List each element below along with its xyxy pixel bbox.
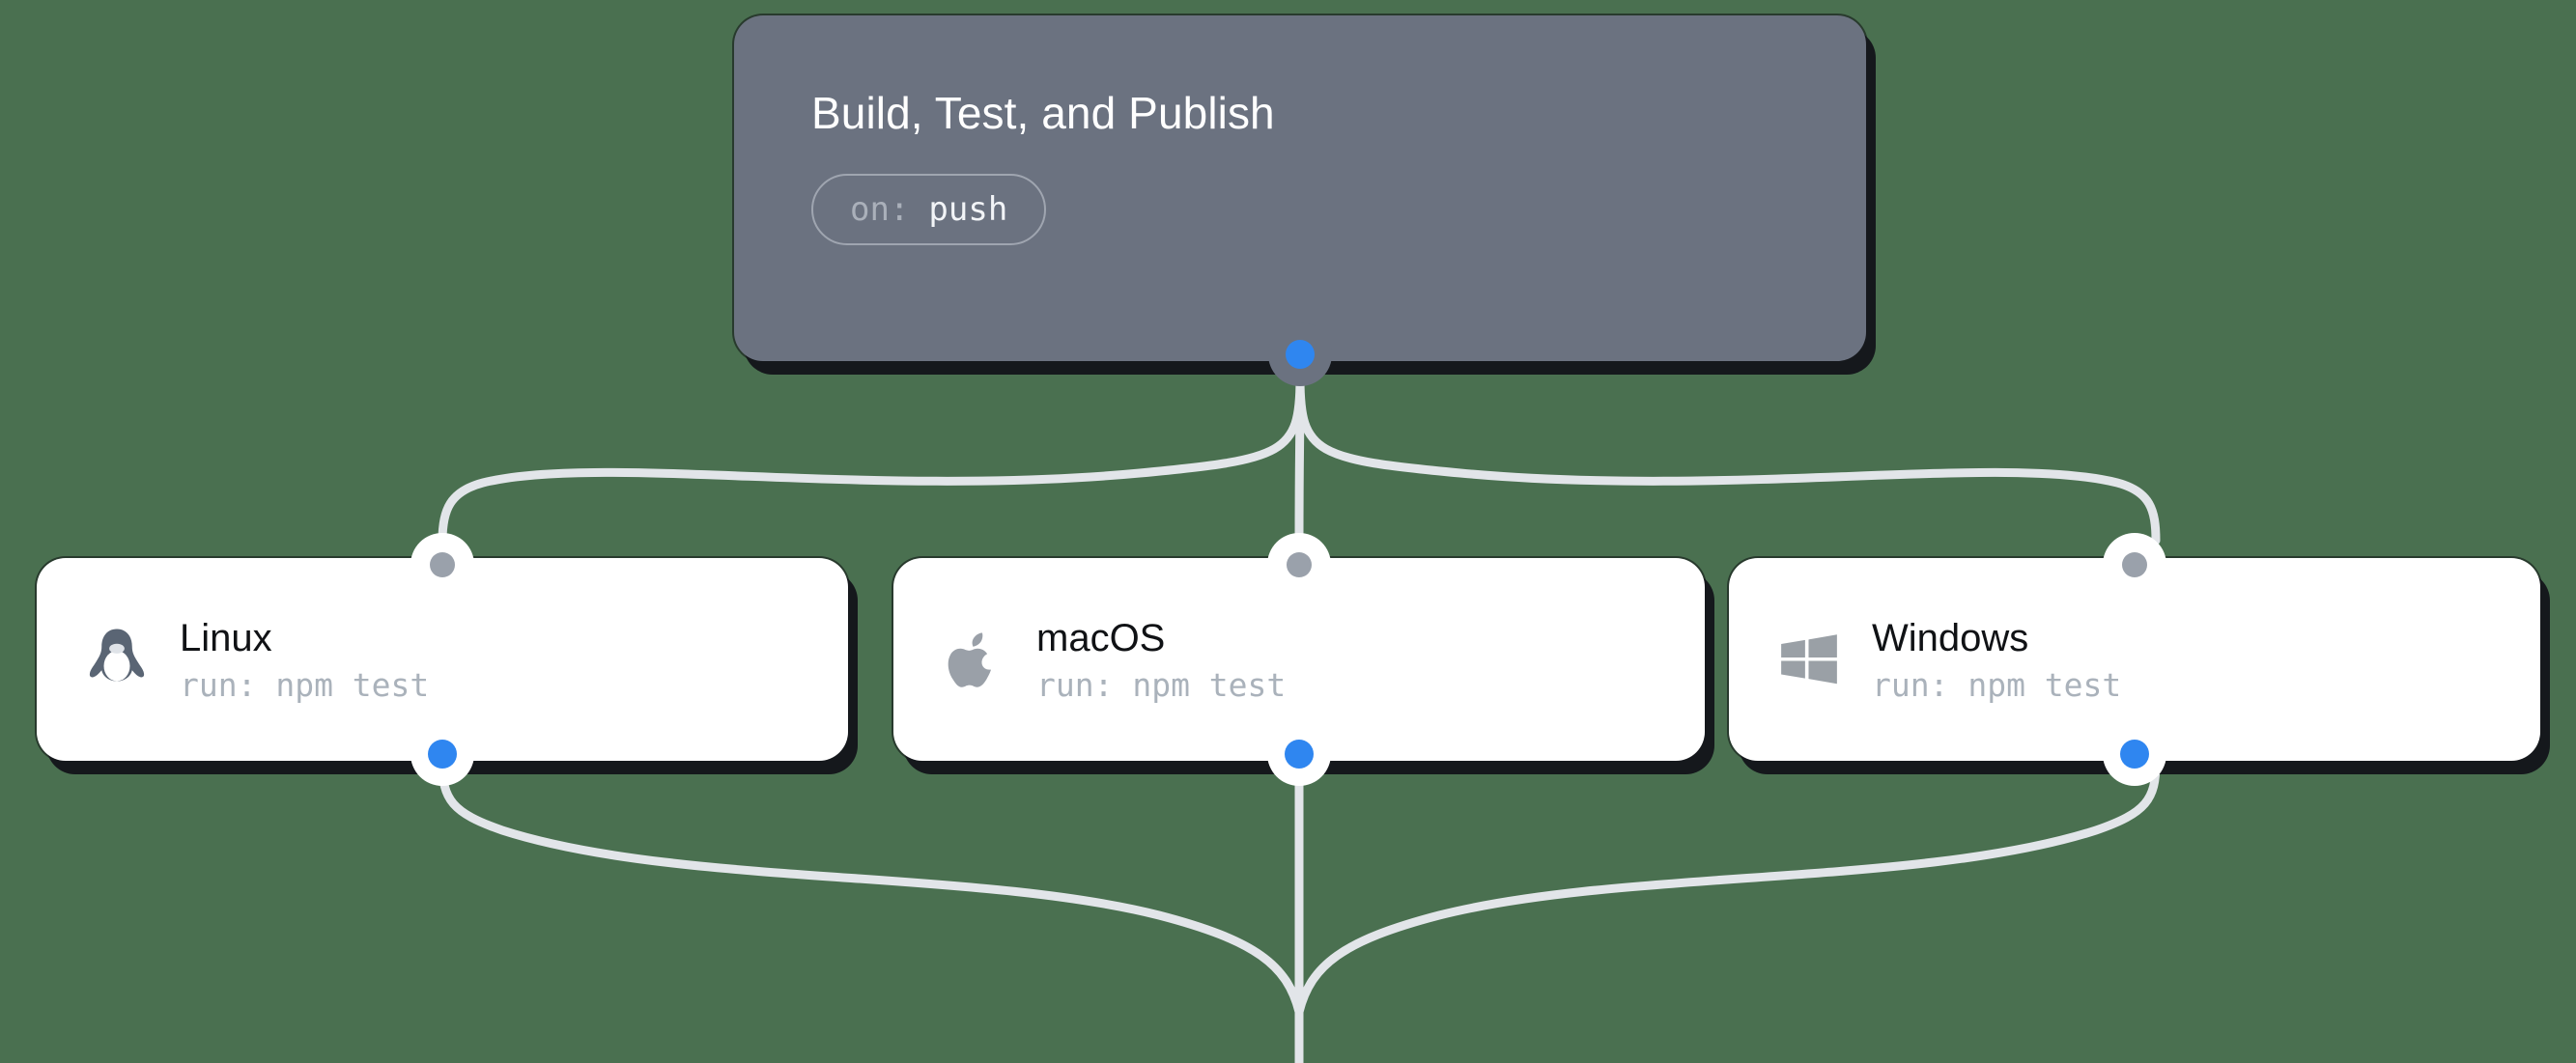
linux-text-block: Linux run: npm test xyxy=(180,619,429,701)
workflow-title: Build, Test, and Publish xyxy=(811,88,1275,138)
trigger-source-handle[interactable] xyxy=(1268,322,1332,386)
source-handle-dot[interactable] xyxy=(428,740,457,769)
source-handle-dot[interactable] xyxy=(1285,740,1314,769)
job-run-macos: run: npm test xyxy=(1036,665,1287,704)
edge-windows-to-publish xyxy=(1294,758,2161,1063)
job-node-windows[interactable]: Windows run: npm test xyxy=(1729,533,2540,786)
windows-target-handle[interactable] xyxy=(2103,533,2166,597)
source-handle-dot[interactable] xyxy=(2120,740,2149,769)
edge-trigger-to-macos xyxy=(1294,374,1305,545)
windows-text-block: Windows run: npm test xyxy=(1872,619,2121,701)
macos-source-handle[interactable] xyxy=(1267,722,1331,786)
windows-source-handle[interactable] xyxy=(2103,722,2166,786)
target-handle-dot[interactable] xyxy=(430,552,455,577)
edge-trigger-to-windows xyxy=(1295,374,2161,545)
trigger-node-body[interactable]: Build, Test, and Publish on: push xyxy=(734,15,1866,361)
job-node-macos[interactable]: macOS run: npm test xyxy=(893,533,1705,786)
workflow-trigger-node[interactable]: Build, Test, and Publish on: push xyxy=(734,15,1866,386)
job-run-linux: run: npm test xyxy=(180,665,430,704)
source-handle-dot[interactable] xyxy=(1286,340,1315,369)
macos-target-handle[interactable] xyxy=(1267,533,1331,597)
linux-target-handle[interactable] xyxy=(410,533,474,597)
edge-linux-to-publish xyxy=(438,758,1304,1063)
job-title-windows: Windows xyxy=(1872,616,2029,659)
linux-source-handle[interactable] xyxy=(410,722,474,786)
job-title-macos: macOS xyxy=(1036,616,1166,659)
trigger-badge-value: push xyxy=(928,190,1008,229)
target-handle-dot[interactable] xyxy=(1287,552,1312,577)
target-handle-dot[interactable] xyxy=(2122,552,2147,577)
windows-flag-icon xyxy=(1773,624,1845,695)
job-node-linux[interactable]: Linux run: npm test xyxy=(37,533,848,786)
macos-text-block: macOS run: npm test xyxy=(1036,619,1286,701)
apple-icon xyxy=(938,624,1009,695)
trigger-event-badge[interactable]: on: push xyxy=(811,174,1047,245)
trigger-badge-key: on: xyxy=(850,190,910,229)
edge-trigger-to-linux xyxy=(438,374,1305,545)
job-run-windows: run: npm test xyxy=(1872,665,2122,704)
linux-penguin-icon xyxy=(81,624,153,695)
job-title-linux: Linux xyxy=(180,616,272,659)
